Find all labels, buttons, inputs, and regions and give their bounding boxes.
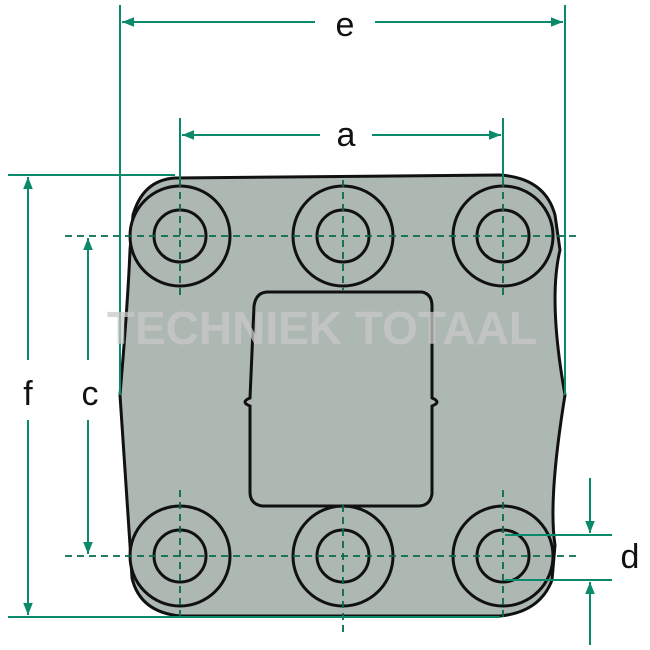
central-opening [243, 290, 439, 508]
label-a: a [337, 116, 356, 154]
label-c: c [82, 375, 99, 413]
label-e: e [336, 6, 355, 44]
label-f: f [23, 375, 33, 413]
label-d: d [621, 538, 640, 576]
watermark: TECHNIEK TOTAAL [107, 302, 537, 354]
